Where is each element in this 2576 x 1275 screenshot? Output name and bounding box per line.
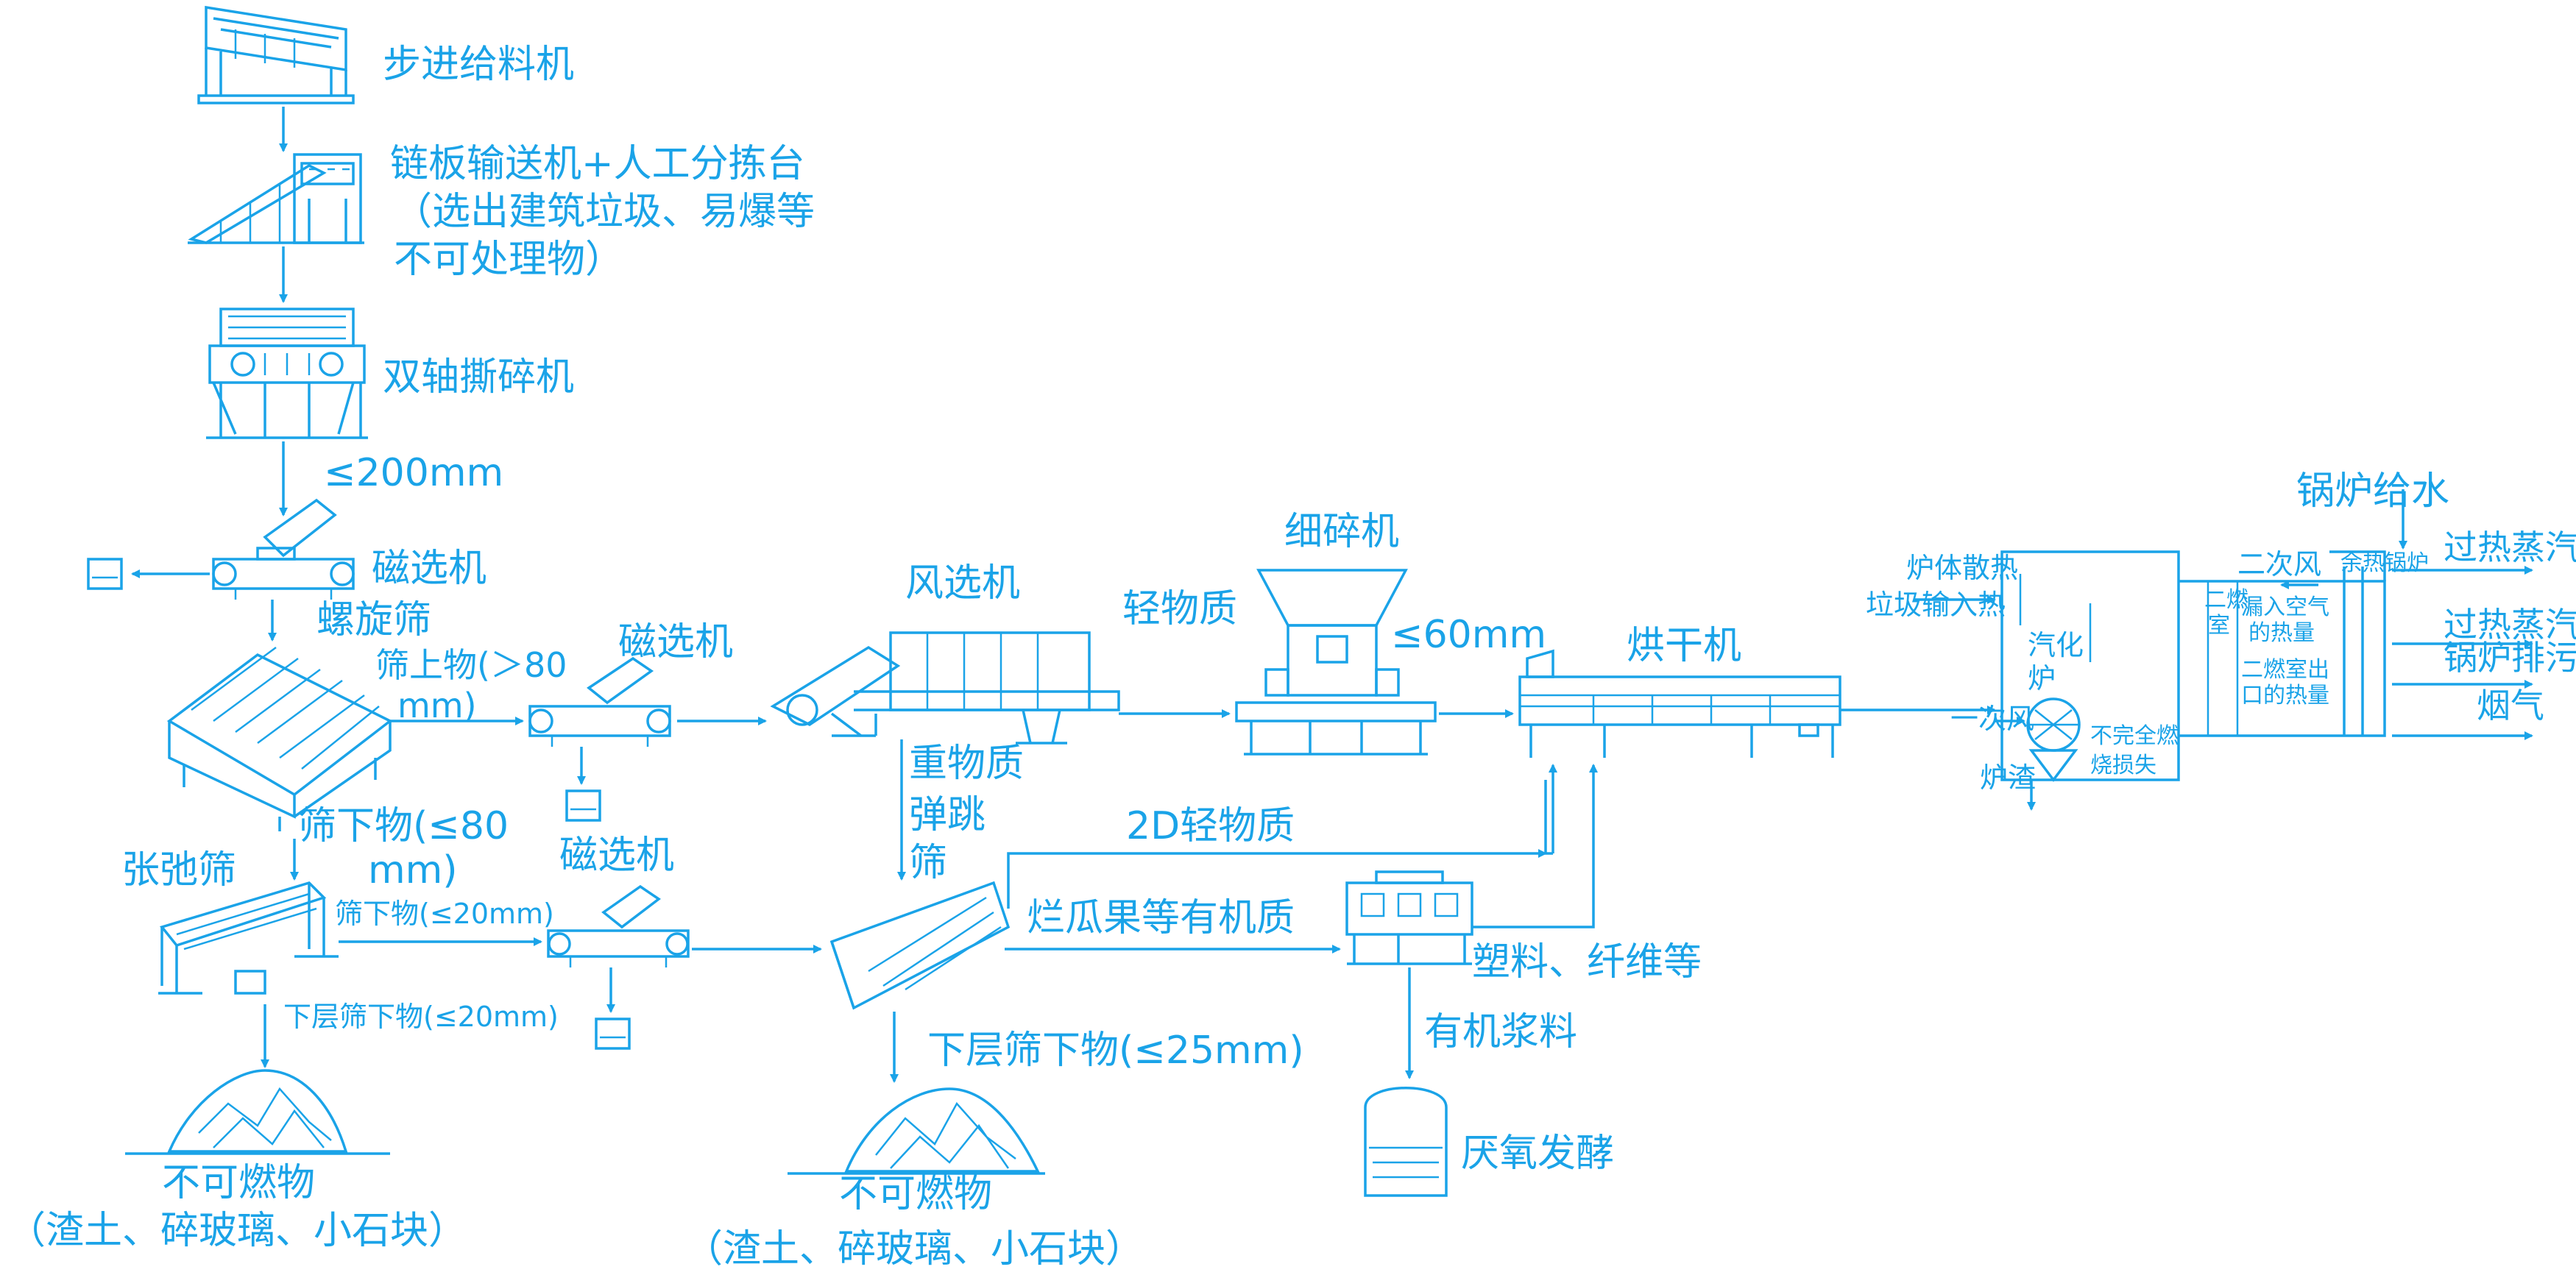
label-secondary-chamber-b: 室 [2208, 613, 2230, 639]
label-heavy: 重物质 [909, 742, 1024, 786]
label-twin-shredder: 双轴撕碎机 [383, 355, 574, 399]
air-separator-icon [770, 631, 1120, 745]
chain-conveyor-icon [188, 153, 364, 244]
label-waste-heat-input: 垃圾输入热 [1866, 589, 2006, 621]
label-dryer: 烘干机 [1627, 624, 1741, 668]
label-bounce-screen-a: 弹跳 [909, 793, 986, 837]
label-2d-light: 2D轻物质 [1126, 804, 1295, 848]
label-size-60: ≤60mm [1391, 613, 1546, 657]
twin-shaft-shredder-icon [206, 308, 368, 439]
label-lower-undersize-25: 下层筛下物(≤25mm) [927, 1029, 1304, 1073]
label-oversize-80-a: 筛上物(＞80 [375, 645, 567, 685]
label-outlet-heat-b: 口的热量 [2241, 683, 2329, 708]
noncombustible-pile-1-icon [125, 1069, 390, 1155]
label-slag: 炉渣 [1980, 761, 2036, 794]
label-waste-heat-boiler: 余热锅炉 [2340, 550, 2429, 576]
label-noncombustible-2: 不可燃物 [839, 1172, 992, 1216]
label-leak-air-b: 的热量 [2248, 620, 2315, 646]
label-secondary-air: 二次风 [2237, 548, 2321, 580]
label-air-separator: 风选机 [905, 561, 1020, 605]
label-noncombustible-1-note: （渣土、碎玻璃、小石块） [7, 1209, 467, 1253]
label-boiler-feedwater: 锅炉给水 [2296, 469, 2449, 514]
label-lower-undersize-20: 下层筛下物(≤20mm) [283, 1001, 559, 1033]
magnetic-separator-1-icon [212, 498, 355, 600]
label-magnet-3: 磁选机 [559, 834, 674, 878]
bounce-screen-icon [829, 881, 1011, 1010]
label-plastic-fiber: 塑料、纤维等 [1472, 940, 1702, 984]
magnetic-separator-3-icon [547, 884, 690, 967]
flow-lines [131, 107, 2533, 1083]
label-furnace-heat-loss: 炉体散热 [1906, 552, 2018, 584]
label-undersize-80-a: 筛下物(≤80 [298, 804, 509, 848]
label-chain-note-2: 不可处理物） [394, 238, 623, 282]
label-organic: 烂瓜果等有机质 [1027, 896, 1295, 940]
label-organic-slurry: 有机浆料 [1424, 1010, 1577, 1054]
label-leak-air-a: 漏入空气 [2241, 594, 2329, 620]
anaerobic-tank-icon [1364, 1087, 1448, 1197]
label-noncombustible-1: 不可燃物 [162, 1161, 315, 1205]
label-anaerobic: 厌氧发酵 [1461, 1132, 1614, 1176]
label-incomplete-b: 烧损失 [2090, 753, 2156, 778]
collection-bin-1-icon [87, 558, 123, 590]
tension-screen-icon [158, 881, 339, 995]
fine-shredder-icon [1235, 569, 1437, 756]
label-fine-shredder: 细碎机 [1284, 510, 1399, 554]
label-chain-note-1: （选出建筑垃圾、易爆等 [394, 190, 815, 234]
step-feeder-icon [197, 5, 355, 104]
noncombustible-pile-2-icon [788, 1087, 1045, 1175]
label-gasifier-b: 炉 [2028, 662, 2056, 695]
label-light: 轻物质 [1122, 587, 1237, 631]
label-step-feeder: 步进给料机 [383, 43, 574, 87]
label-undersize-20: 筛下物(≤20mm) [335, 898, 554, 930]
label-bounce-screen-b: 筛 [909, 841, 947, 885]
label-magnet-1: 磁选机 [372, 547, 486, 591]
pulper-icon [1345, 870, 1473, 965]
collection-bin-3-icon [595, 1017, 631, 1050]
label-boiler-blowdown: 锅炉排污 [2444, 638, 2576, 678]
label-primary-air: 一次风 [1950, 703, 2034, 735]
label-superheated-steam-1: 过热蒸汽 [2444, 528, 2576, 567]
magnetic-separator-2-icon [528, 656, 671, 747]
label-size-200: ≤200mm [324, 451, 503, 495]
label-chain-conveyor: 链板输送机+人工分拣台 [390, 142, 805, 186]
dryer-icon [1518, 649, 1841, 758]
label-oversize-80-b: mm) [397, 686, 477, 725]
label-incomplete-a: 不完全燃 [2090, 723, 2179, 749]
label-spiral-screen: 螺旋筛 [316, 598, 431, 642]
label-noncombustible-2-note: （渣土、碎玻璃、小石块） [684, 1227, 1144, 1271]
labels: 步进给料机 链板输送机+人工分拣台 （选出建筑垃圾、易爆等 不可处理物） 双轴撕… [7, 43, 2576, 1271]
label-outlet-heat-a: 二燃室出 [2241, 657, 2329, 683]
label-tension-screen: 张弛筛 [121, 848, 236, 892]
label-magnet-2: 磁选机 [618, 620, 733, 664]
label-flue-gas: 烟气 [2477, 686, 2544, 725]
collection-bin-2-icon [565, 789, 601, 822]
label-undersize-80-b: mm) [368, 848, 458, 892]
label-superheated-steam-2: 过热蒸汽 [2444, 605, 2576, 644]
label-secondary-chamber-a: 二燃 [2204, 587, 2248, 613]
label-gasifier-a: 汽化 [2028, 629, 2084, 661]
